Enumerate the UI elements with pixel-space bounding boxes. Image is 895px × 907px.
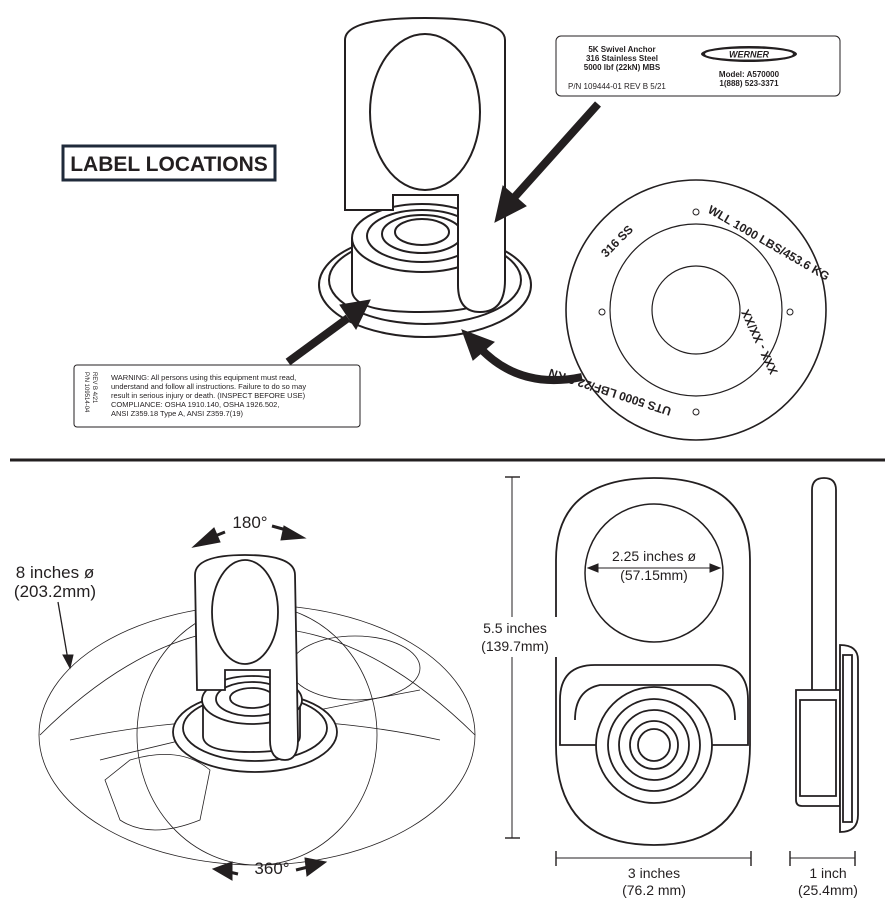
sphere-diameter-label: 8 inches ø [16,563,94,582]
product-label-line2: 316 Stainless Steel [586,54,658,63]
werner-logo: WERNER [701,46,797,62]
warning-label-side-pn: P/N 109514-04 [83,372,89,413]
rotation-360-label: 360° [254,859,289,878]
front-view: 2.25 inches ø (57.15mm) 5.5 inches (139.… [470,476,752,898]
depth-mm-label: (25.4mm) [798,882,858,898]
height-mm-label: (139.7mm) [481,638,549,654]
warning-label-line1: WARNING: All persons using this equipmen… [111,373,296,382]
brand-logo-text: WERNER [729,50,769,60]
product-label-phone: 1(888) 523-3371 [719,79,779,88]
width-label: 3 inches [628,865,680,881]
height-label: 5.5 inches [483,620,547,636]
sphere-diameter-mm-label: (203.2mm) [14,582,96,601]
page-title: LABEL LOCATIONS [70,153,268,176]
warning-label: P/N 109514-04 REV B 4/21 WARNING: All pe… [73,364,361,428]
warning-label-side-rev: REV B 4/21 [91,372,97,404]
base-disc-detail: 316 SS WLL 1000 LBS/453.6 KG XXX - XX/XX… [547,179,832,441]
warning-label-line3: result in serious injury or death. (INSP… [111,391,306,400]
width-mm-label: (76.2 mm) [622,882,686,898]
product-label-model: Model: A570000 [719,70,780,79]
warning-label-line4: COMPLIANCE: OSHA 1910.140, OSHA 1926.502… [111,400,279,409]
rotation-180-label: 180° [232,513,267,532]
product-label-line3: 5000 lbf (22kN) MBS [584,63,661,72]
warning-label-line5: ANSI Z359.18 Type A, ANSI Z359.7(19) [111,409,244,418]
product-label-line1: 5K Swivel Anchor [588,45,655,54]
eye-diameter-mm-label: (57.15mm) [620,567,688,583]
depth-label: 1 inch [809,865,846,881]
anchor-illustration-top [318,16,532,338]
pointer-arrows [285,101,601,384]
rotation-view: 180° 360° 8 inches ø (203.2mm) [14,513,476,881]
product-label-part-number: P/N 109444-01 REV B 5/21 [568,82,666,91]
product-label: 5K Swivel Anchor 316 Stainless Steel 500… [555,35,841,97]
warning-label-line2: understand and follow all instructions. … [111,382,306,391]
eye-diameter-label: 2.25 inches ø [612,548,696,564]
label-locations-heading: LABEL LOCATIONS [61,144,277,182]
side-view: 1 inch (25.4mm) [789,477,859,898]
